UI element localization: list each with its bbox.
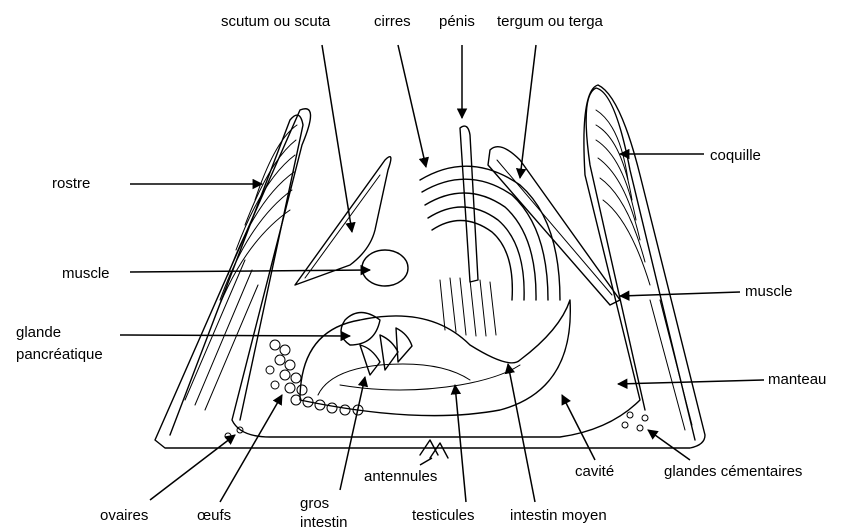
label-glandes-cementaires: glandes cémentaires: [664, 463, 802, 480]
leader-antennules: [420, 458, 432, 465]
label-muscle-right: muscle: [745, 283, 793, 300]
prosoma: [300, 300, 570, 416]
leader-muscle-left: [130, 270, 370, 272]
cirri: [420, 166, 560, 336]
leader-ovaires: [150, 435, 235, 500]
leader-cirres: [398, 45, 426, 167]
leader-glande: [120, 335, 350, 336]
label-testicules: testicules: [412, 507, 475, 524]
leader-cavite: [562, 395, 595, 460]
label-scutum: scutum ou scuta: [221, 13, 331, 30]
adductor-muscle: [362, 250, 408, 286]
label-muscle-left: muscle: [62, 265, 110, 282]
label-manteau: manteau: [768, 371, 826, 388]
label-cirres: cirres: [374, 13, 411, 30]
label-rostre: rostre: [52, 175, 90, 192]
label-penis: pénis: [439, 13, 475, 30]
label-intestin-moyen: intestin moyen: [510, 507, 607, 524]
leader-testicules: [455, 385, 466, 502]
label-pancreatique: pancréatique: [16, 346, 103, 363]
leader-intestin-moyen: [508, 364, 535, 502]
label-antennules: antennules: [364, 468, 437, 485]
leader-tergum: [520, 45, 536, 178]
eggs-cluster: [266, 340, 363, 415]
label-ovaires: ovaires: [100, 507, 148, 524]
label-intestin: intestin: [300, 514, 348, 531]
leader-glandes-cementaires: [648, 430, 690, 460]
label-cavite: cavité: [575, 463, 614, 480]
leader-muscle-right: [620, 292, 740, 296]
antennules-organ: [420, 440, 448, 458]
label-tergum: tergum ou terga: [497, 13, 604, 30]
label-oeufs: œufs: [197, 507, 231, 524]
leader-scutum: [322, 45, 352, 232]
label-coquille: coquille: [710, 147, 761, 164]
label-gros: gros: [300, 495, 329, 512]
rostrum-plate: [170, 115, 303, 435]
leader-lines: [120, 45, 764, 502]
shell-base: [155, 85, 705, 448]
carina-plate: [586, 88, 695, 440]
label-glande: glande: [16, 324, 61, 341]
leader-gros-intestin: [340, 377, 365, 490]
intestine: [360, 345, 380, 375]
penis-organ: [460, 126, 478, 282]
